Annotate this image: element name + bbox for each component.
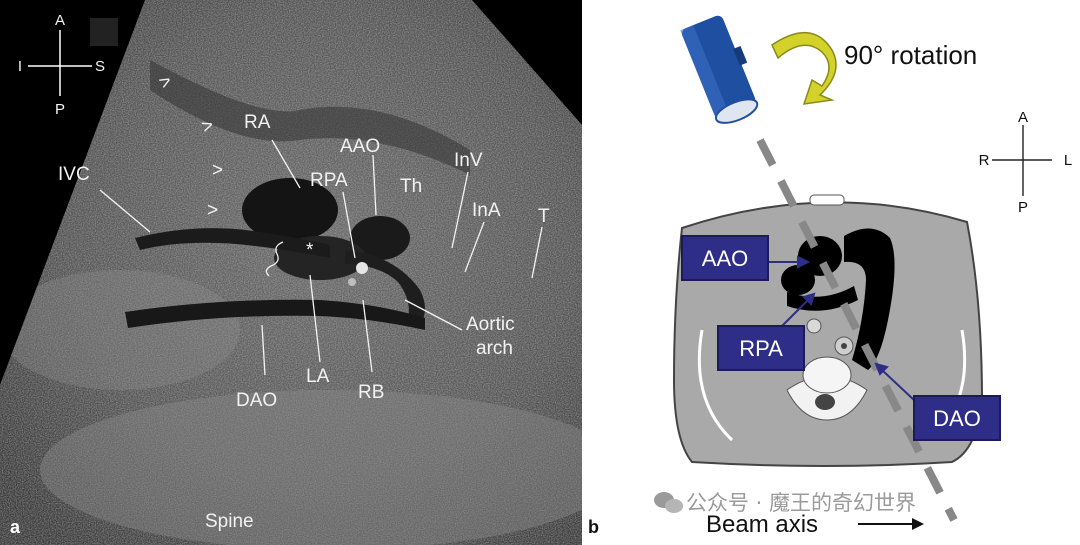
ivc-channel bbox=[135, 228, 330, 258]
orientation-indicator-a: A P I S bbox=[18, 12, 105, 118]
orient-b-top: A bbox=[1018, 109, 1028, 126]
ultrasound-fan bbox=[0, 0, 582, 545]
ra-chamber bbox=[242, 178, 338, 242]
label-star: * bbox=[306, 240, 314, 261]
panel-a-letter: a bbox=[10, 517, 21, 537]
orient-b-left: R bbox=[979, 152, 990, 169]
ultrasound-image: A P I S > > > > RA AAO bbox=[0, 0, 582, 545]
orient-a-right: S bbox=[95, 58, 105, 75]
box-dao-label: DAO bbox=[933, 406, 981, 431]
orient-a-left: I bbox=[18, 58, 22, 75]
label-th: Th bbox=[400, 176, 422, 197]
rotation-arrow-icon bbox=[771, 31, 837, 105]
label-ra: RA bbox=[244, 112, 271, 133]
wechat-icon bbox=[654, 492, 683, 513]
schematic-panel: 90° rotation A P R L bbox=[582, 0, 1080, 545]
orient-b-bottom: P bbox=[1018, 199, 1028, 216]
label-t: T bbox=[538, 206, 550, 227]
probe-icon bbox=[680, 15, 759, 124]
pointer-arrows bbox=[768, 255, 915, 401]
orient-b-right: L bbox=[1064, 152, 1072, 169]
label-dao: DAO bbox=[236, 390, 277, 411]
label-ivc: IVC bbox=[58, 164, 90, 185]
orient-a-top: A bbox=[55, 12, 65, 29]
box-aao-label: AAO bbox=[702, 246, 748, 271]
label-spine: Spine bbox=[205, 511, 254, 532]
box-dao: DAO bbox=[913, 395, 1001, 441]
schematic-diagram: 90° rotation A P R L bbox=[588, 15, 1073, 538]
label-inv: InV bbox=[454, 150, 483, 171]
ultrasound-panel: A P I S > > > > RA AAO bbox=[0, 0, 582, 545]
arrowhead-3: > bbox=[212, 160, 223, 181]
dao-vessel bbox=[125, 299, 425, 330]
label-rb: RB bbox=[358, 382, 384, 403]
box-rpa-label: RPA bbox=[739, 336, 783, 361]
label-aortic: Aortic bbox=[466, 314, 515, 335]
leader-lines bbox=[99, 139, 543, 376]
label-arch: arch bbox=[476, 338, 513, 359]
label-la: LA bbox=[306, 366, 330, 387]
beam-axis-arrow-icon bbox=[858, 518, 924, 530]
panel-b-letter: b bbox=[588, 517, 599, 537]
probe-marker bbox=[90, 18, 118, 46]
orient-a-bottom: P bbox=[55, 101, 65, 118]
label-aao: AAO bbox=[340, 136, 380, 157]
orientation-indicator-b: A P R L bbox=[979, 109, 1073, 216]
rotation-label: 90° rotation bbox=[844, 40, 977, 70]
beam-axis-label: Beam axis bbox=[706, 511, 818, 538]
arrowhead-4: > bbox=[207, 200, 218, 221]
label-ina: InA bbox=[472, 200, 501, 221]
watermark-text: 公众号 · 魔王的奇幻世界 bbox=[686, 491, 916, 515]
box-aao: AAO bbox=[681, 235, 769, 281]
beam-axis-line bbox=[756, 138, 958, 522]
aao-vessel bbox=[350, 216, 410, 260]
label-rpa: RPA bbox=[310, 170, 348, 191]
box-rpa: RPA bbox=[717, 325, 805, 371]
watermark: 公众号 · 魔王的奇幻世界 bbox=[654, 491, 916, 515]
